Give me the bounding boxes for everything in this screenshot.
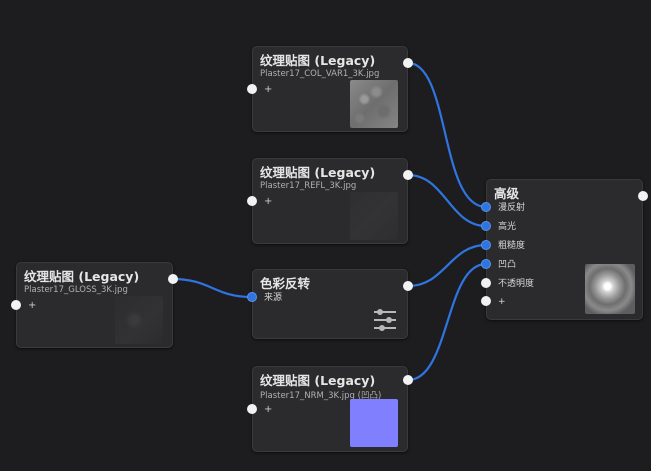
texture-node-refl[interactable]: 纹理贴图 (Legacy) Plaster17_REFL_3K.jpg +: [252, 158, 408, 244]
input-port-icon[interactable]: [481, 202, 491, 212]
output-port-icon[interactable]: [403, 170, 413, 180]
input-label-source: 来源: [264, 293, 283, 303]
add-input-button[interactable]: +: [28, 300, 37, 311]
sliders-icon[interactable]: [372, 308, 398, 332]
input-label-diffuse: 漫反射: [498, 203, 526, 213]
material-preview: [585, 264, 635, 314]
input-label-roughness: 粗糙度: [498, 241, 526, 251]
node-title: 高级: [494, 186, 520, 201]
input-port-icon[interactable]: [247, 404, 257, 414]
input-port-icon[interactable]: [481, 221, 491, 231]
output-port-icon[interactable]: [403, 375, 413, 385]
texture-thumbnail: [350, 80, 398, 128]
input-port-icon[interactable]: [247, 292, 257, 302]
input-port-icon[interactable]: [247, 84, 257, 94]
input-label-opacity: 不透明度: [498, 279, 535, 289]
input-label-bump: 凹凸: [498, 260, 517, 270]
input-port-icon[interactable]: [11, 300, 21, 310]
texture-node-gloss[interactable]: 纹理贴图 (Legacy) Plaster17_GLOSS_3K.jpg +: [16, 262, 173, 348]
input-port-icon[interactable]: [247, 196, 257, 206]
wire-col-to-diffuse[interactable]: [407, 61, 487, 209]
input-port-icon[interactable]: [481, 296, 491, 306]
node-filename: Plaster17_NRM_3K.jpg (凹凸): [260, 391, 382, 401]
add-input-button[interactable]: +: [264, 84, 273, 95]
wire-nrm-to-bump[interactable]: [407, 262, 487, 382]
node-title: 纹理贴图 (Legacy): [24, 269, 140, 284]
input-label-specular: 高光: [498, 222, 517, 232]
input-port-icon[interactable]: [481, 259, 491, 269]
node-title: 纹理贴图 (Legacy): [260, 165, 376, 180]
add-input-button[interactable]: +: [264, 196, 273, 207]
texture-node-nrm[interactable]: 纹理贴图 (Legacy) Plaster17_NRM_3K.jpg (凹凸) …: [252, 366, 408, 452]
input-port-icon[interactable]: [481, 240, 491, 250]
node-title: 色彩反转: [260, 276, 311, 291]
output-port-icon[interactable]: [638, 191, 648, 201]
wire-gloss-to-invert[interactable]: [172, 277, 252, 299]
output-port-icon[interactable]: [403, 58, 413, 68]
input-port-icon[interactable]: [481, 278, 491, 288]
node-title: 纹理贴图 (Legacy): [260, 373, 376, 388]
texture-thumbnail: [350, 192, 398, 240]
output-port-icon[interactable]: [168, 274, 178, 284]
node-filename: Plaster17_COL_VAR1_3K.jpg: [260, 69, 380, 79]
add-input-button[interactable]: +: [264, 404, 273, 415]
output-port-icon[interactable]: [403, 281, 413, 291]
node-filename: Plaster17_REFL_3K.jpg: [260, 181, 357, 191]
wire-invert-to-roughness[interactable]: [407, 243, 487, 288]
texture-thumbnail: [115, 296, 163, 344]
advanced-material-node[interactable]: 高级 漫反射 高光 粗糙度 凹凸 不透明度 +: [486, 179, 643, 320]
node-title: 纹理贴图 (Legacy): [260, 53, 376, 68]
wire-refl-to-specular[interactable]: [407, 173, 487, 228]
color-invert-node[interactable]: 色彩反转 来源: [252, 269, 408, 339]
add-input-button[interactable]: +: [498, 297, 506, 307]
texture-node-col[interactable]: 纹理贴图 (Legacy) Plaster17_COL_VAR1_3K.jpg …: [252, 46, 408, 132]
texture-thumbnail: [350, 399, 398, 447]
node-filename: Plaster17_GLOSS_3K.jpg: [24, 285, 128, 295]
